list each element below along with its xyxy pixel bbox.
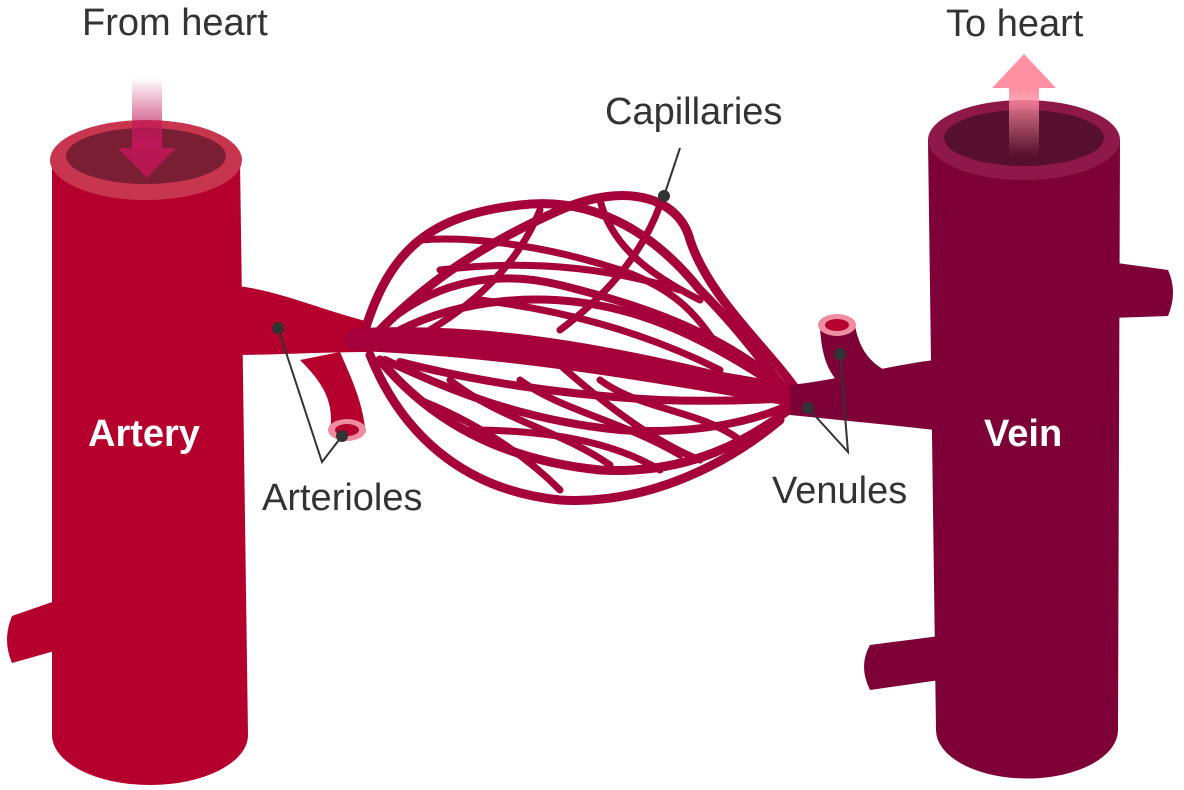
venules-leader-dot-2: [834, 348, 846, 360]
venule-stub: [820, 326, 895, 395]
artery-side-branch: [7, 600, 58, 663]
vein-trunk: [928, 140, 1120, 779]
arrow-up-icon: [992, 54, 1056, 156]
venules-leader-dot-1: [802, 402, 814, 414]
capillaries-label: Capillaries: [605, 91, 782, 133]
vein-vessel: [790, 100, 1173, 779]
vein-label: Vein: [984, 413, 1062, 455]
capillaries-leader: [663, 147, 681, 197]
artery-label: Artery: [88, 413, 200, 455]
arterioles-label: Arterioles: [262, 477, 423, 519]
vein-lower-branch: [864, 636, 940, 690]
to-heart-label: To heart: [946, 3, 1084, 45]
vein-right-branch: [1110, 262, 1173, 318]
arterioles-leader-dot-1: [272, 322, 284, 334]
capillaries-leader-dot: [658, 190, 670, 202]
arterioles-leader: [277, 327, 343, 465]
arterioles-leader-dot-2: [336, 430, 348, 442]
artery-branch: [230, 285, 370, 355]
venules-leader: [807, 353, 850, 455]
venule-branch: [790, 360, 935, 430]
arrow-down-icon: [118, 78, 176, 178]
venules-label: Venules: [772, 470, 907, 512]
artery-trunk: [52, 160, 248, 785]
leader-lines: [272, 147, 850, 465]
artery-vessel: [7, 120, 370, 785]
from-heart-label: From heart: [82, 2, 268, 44]
capillary-network: [344, 191, 807, 505]
